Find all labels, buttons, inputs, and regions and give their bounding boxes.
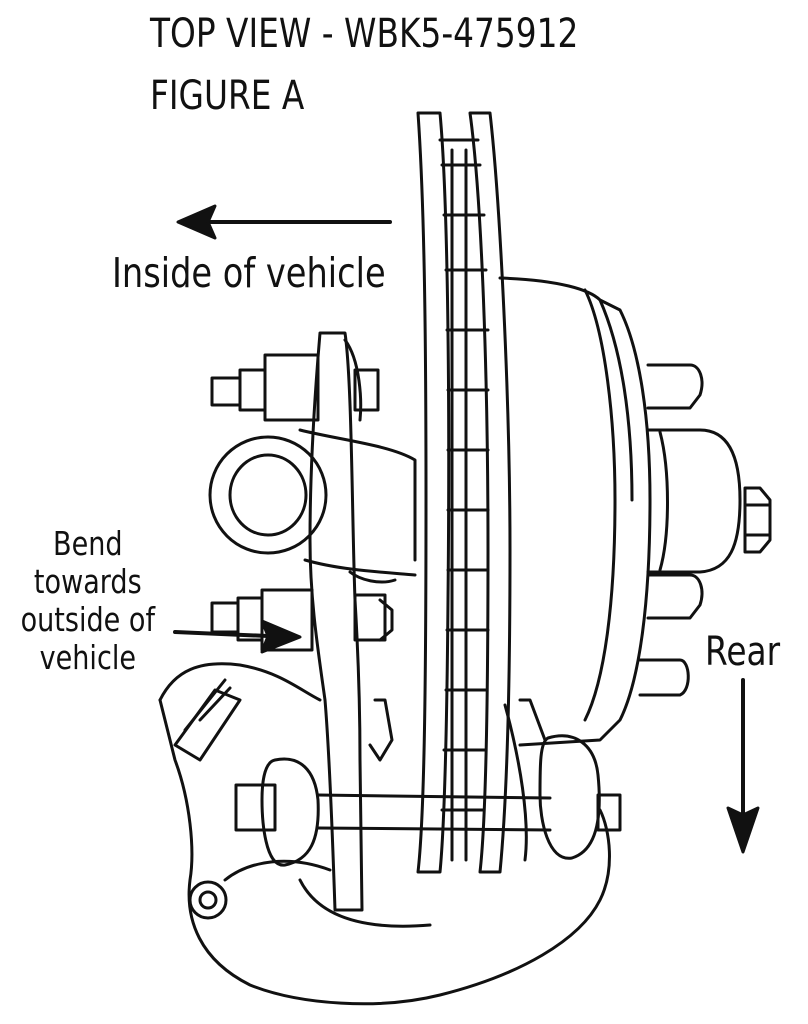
bend-instruction-label: Bend towards outside of vehicle — [14, 525, 162, 677]
rear-label: Rear — [705, 629, 781, 675]
hub-drum — [498, 276, 772, 747]
inside-direction-arrow — [176, 204, 392, 240]
caliper-bracket — [208, 331, 417, 912]
bend-label-line: outside of — [20, 600, 156, 639]
bend-direction-arrow — [173, 619, 302, 654]
brake-rotor — [416, 111, 512, 874]
inside-of-vehicle-label: Inside of vehicle — [112, 249, 386, 297]
caliper-body — [158, 662, 622, 1006]
bend-label-line: Bend — [53, 524, 123, 563]
figure-title: TOP VIEW - WBK5-475912 — [150, 11, 579, 57]
bend-label-line: towards — [33, 562, 142, 601]
bend-label-line: vehicle — [39, 638, 136, 677]
figure-subtitle: FIGURE A — [150, 73, 305, 119]
rear-direction-arrow — [726, 678, 760, 854]
